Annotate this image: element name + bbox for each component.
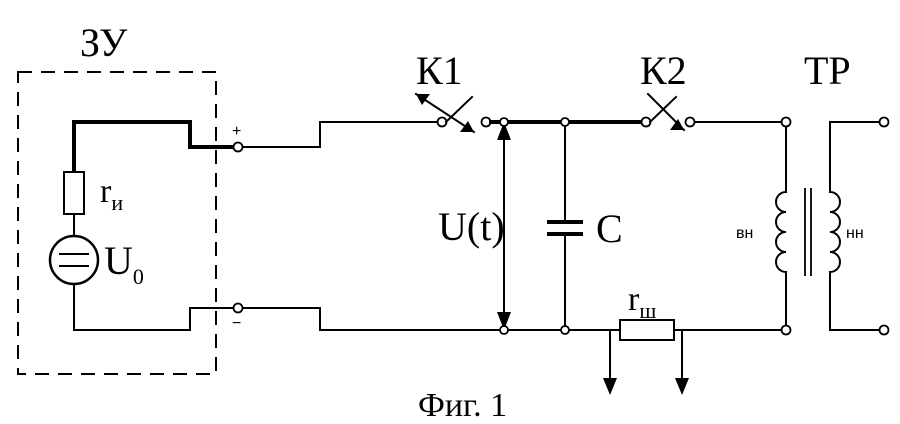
- shunt-lead-right-arrow: [675, 378, 689, 395]
- voltage-label: U(t): [438, 204, 505, 249]
- junction-top-voltage: [499, 117, 509, 127]
- lv-lead-top: [829, 121, 881, 193]
- charger-top-wire: [72, 120, 240, 174]
- lv-winding: [828, 190, 841, 274]
- voltage-arrow-bottom: [497, 312, 511, 330]
- voltage-arrow-top: [497, 122, 511, 140]
- terminal-plus: [232, 141, 244, 153]
- lv-winding-label: нн: [846, 225, 864, 242]
- transformer-hv-terminal-bottom: [780, 324, 792, 336]
- charger-bottom-wire: [73, 283, 239, 331]
- minus-sign: −: [232, 315, 241, 332]
- switch-k1-arrowtail: [416, 94, 430, 105]
- internal-resistor: [63, 171, 85, 215]
- charger-boundary: [17, 71, 217, 375]
- voltage-source: [48, 234, 100, 286]
- switch-k1-actuator: [414, 92, 476, 134]
- charger-label: ЗУ: [80, 20, 128, 65]
- junction-bottom-voltage: [499, 325, 509, 335]
- junction-top-capacitor: [560, 117, 570, 127]
- figure-caption: Фиг. 1: [418, 387, 507, 424]
- switch-k2-arrowhead: [670, 119, 684, 130]
- source-label: U0: [104, 238, 144, 289]
- transformer-lv-terminal-bottom: [878, 324, 890, 336]
- shunt-lead-left-arrow: [603, 378, 617, 395]
- switch-k2-right-contact: [684, 116, 696, 128]
- switch-k1-arrowhead: [460, 121, 474, 132]
- switch-k1-label: К1: [416, 48, 463, 93]
- lv-lead-bottom: [829, 271, 881, 331]
- bottom-wire-left: [242, 307, 621, 331]
- hv-winding-label: вн: [736, 225, 753, 242]
- switch-k1-blade: [444, 95, 474, 124]
- plus-sign: +: [232, 123, 241, 140]
- capacitor-label: C: [596, 206, 623, 251]
- top-wire-left: [242, 121, 439, 148]
- terminal-minus: [232, 302, 244, 314]
- shunt-resistor: [619, 319, 675, 341]
- transformer-lv-terminal-top: [878, 116, 890, 128]
- internal-resistor-label: rи: [100, 173, 123, 215]
- switch-k2-label: К2: [640, 48, 687, 93]
- shunt-resistor-label: rш: [628, 281, 656, 323]
- junction-bottom-capacitor: [560, 325, 570, 335]
- transformer-hv-terminal-top: [780, 116, 792, 128]
- transformer-label: ТР: [804, 48, 851, 93]
- hv-winding: [775, 190, 788, 274]
